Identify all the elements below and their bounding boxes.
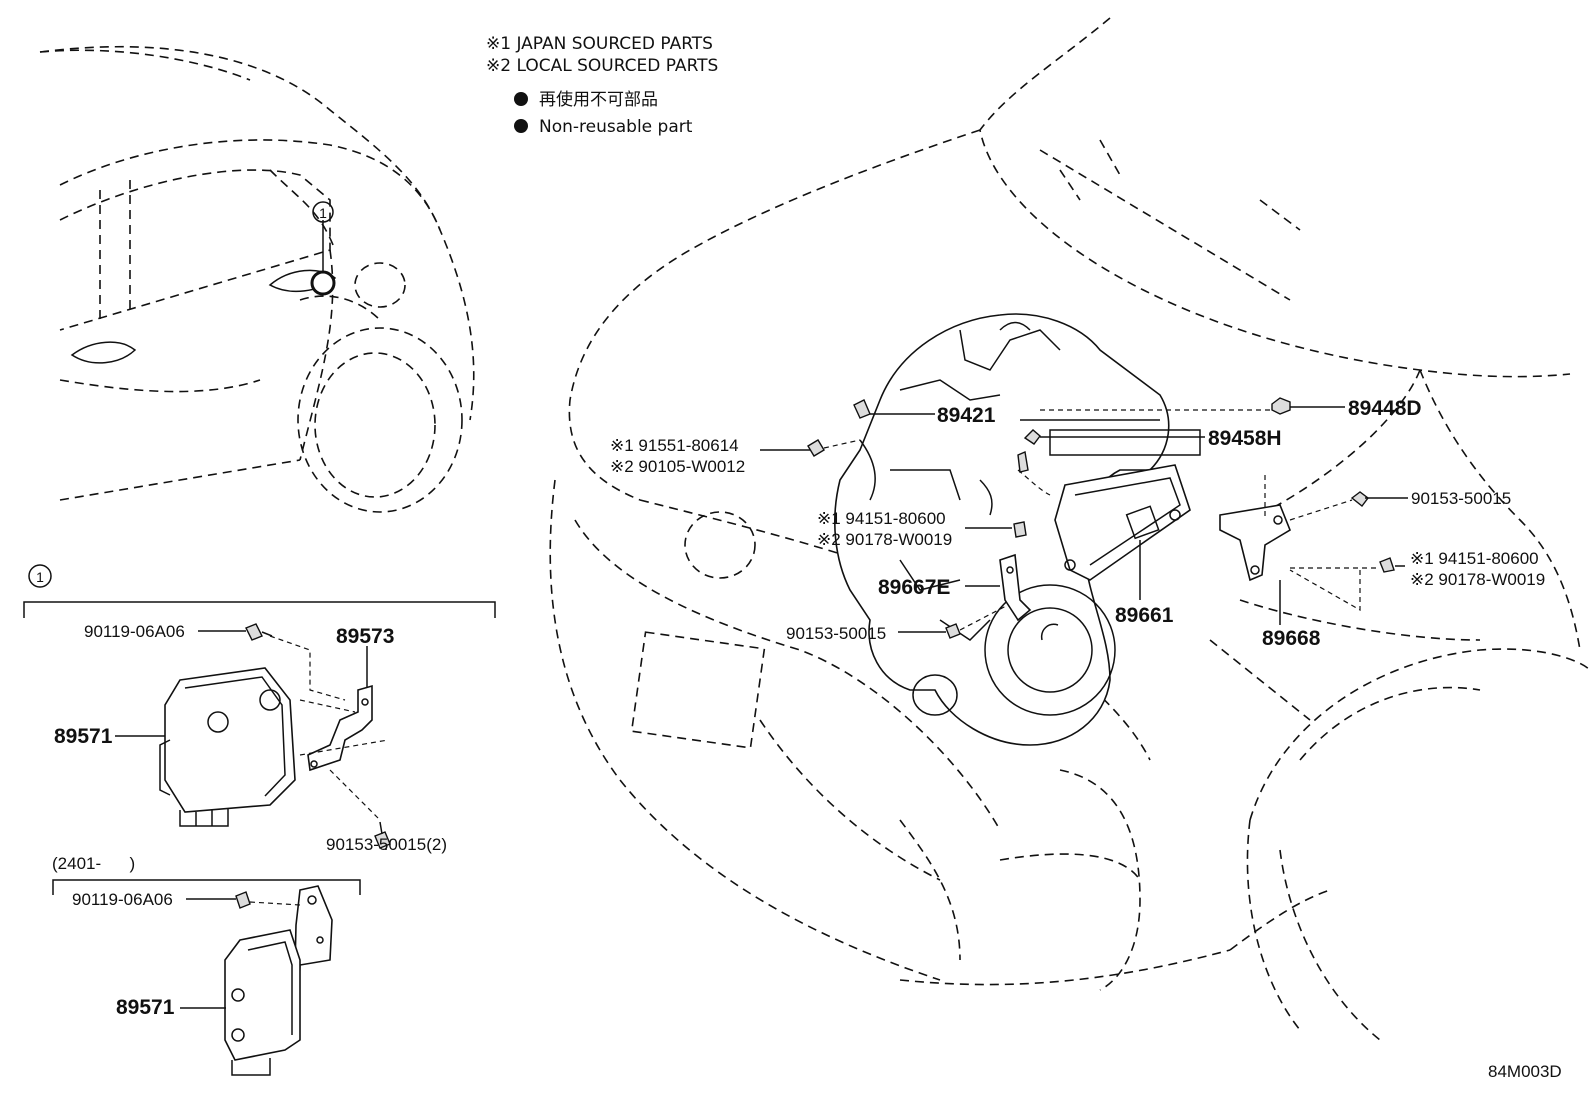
- detail-2401: [52, 879, 361, 1076]
- part-89573: 89573: [336, 625, 394, 648]
- part-90153-50015-b: 90153-50015: [786, 624, 886, 643]
- detail-1: 1: [23, 564, 496, 850]
- figure-code: 84M003D: [1488, 1062, 1562, 1081]
- part-94151-80600-a: ※1 94151-80600: [817, 509, 946, 528]
- part-90153-50015-2: 90153-50015(2): [326, 835, 447, 854]
- part-89668: 89668: [1262, 627, 1321, 650]
- part-90178-w0019-a: ※2 90178-W0019: [817, 530, 952, 549]
- date-range: (2401- ): [52, 854, 135, 873]
- car-front-view: [549, 17, 1591, 1041]
- bracket-89667e: [999, 553, 1032, 622]
- part-89571-a: 89571: [54, 725, 113, 748]
- part-90178-w0019-b: ※2 90178-W0019: [1410, 570, 1545, 589]
- detail-1-ref: 1: [36, 569, 44, 585]
- leader-lines: [760, 406, 1408, 633]
- part-90105-w0012: ※2 90105-W0012: [610, 457, 745, 476]
- car-rear-side-view: 1: [39, 45, 475, 513]
- legend-nonreusable-jp: 再使用不可部品: [539, 89, 658, 110]
- part-89661: 89661: [1115, 604, 1174, 627]
- nonreusable-bullet-icon: [514, 92, 528, 106]
- part-91551-80614: ※1 91551-80614: [610, 436, 739, 455]
- part-labels: 89421 89448D 89458H ※1 91551-80614 ※2 90…: [52, 397, 1562, 1081]
- part-94151-80600-b: ※1 94151-80600: [1410, 549, 1539, 568]
- part-90119-06a06-b: 90119-06A06: [72, 890, 173, 909]
- part-89571-b: 89571: [116, 996, 175, 1019]
- legend: ※1 JAPAN SOURCED PARTS ※2 LOCAL SOURCED …: [486, 34, 718, 137]
- part-89421: 89421: [937, 404, 996, 427]
- legend-note-japan: ※1 JAPAN SOURCED PARTS: [486, 34, 713, 54]
- engine-transaxle-assembly: [834, 313, 1170, 746]
- legend-nonreusable-en: Non-reusable part: [539, 117, 693, 137]
- part-89448d: 89448D: [1348, 397, 1422, 420]
- bracket-89668: [1219, 504, 1291, 582]
- part-89667e: 89667E: [878, 576, 950, 599]
- fasteners: [807, 397, 1395, 639]
- callout-1: 1: [319, 205, 327, 221]
- ecu-89661: [1054, 464, 1191, 581]
- part-90153-50015-a: 90153-50015: [1411, 489, 1511, 508]
- part-89458h: 89458H: [1208, 427, 1282, 450]
- nonreusable-bullet-icon: [514, 119, 528, 133]
- part-90119-06a06-a: 90119-06A06: [84, 622, 185, 641]
- legend-note-local: ※2 LOCAL SOURCED PARTS: [486, 56, 718, 76]
